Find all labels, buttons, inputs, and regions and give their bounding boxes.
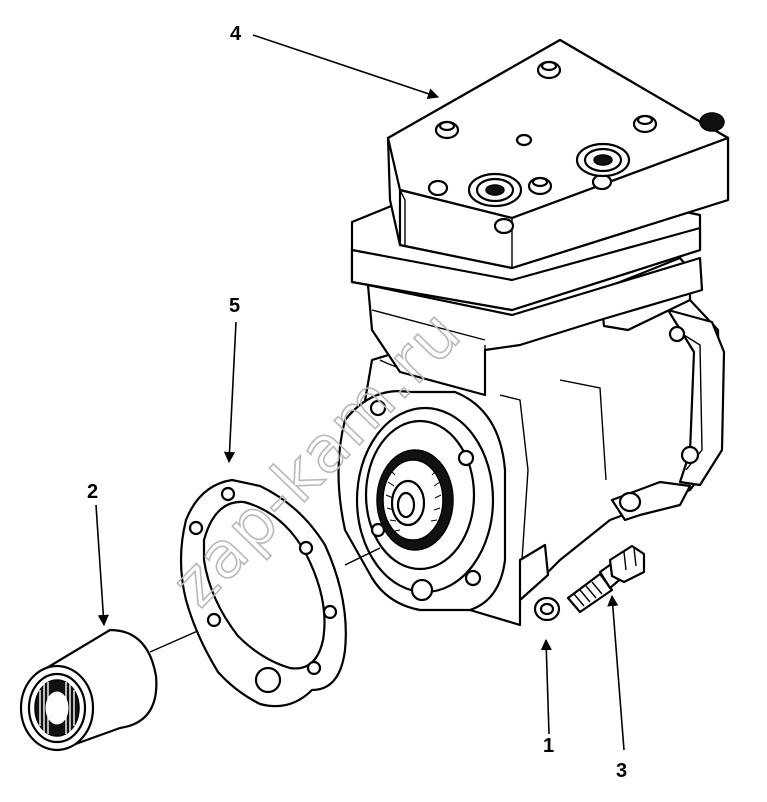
callout-4: 4 xyxy=(230,23,242,45)
leader-4 xyxy=(252,34,440,100)
callout-5: 5 xyxy=(229,295,240,317)
air-ports xyxy=(467,142,631,208)
leader-3 xyxy=(607,594,625,751)
leader-5 xyxy=(223,321,237,464)
compressor-assembly xyxy=(337,38,730,627)
callout-2: 2 xyxy=(87,481,98,503)
top-plate-bolts xyxy=(427,60,658,235)
sealing-washer xyxy=(533,596,561,622)
callout-1: 1 xyxy=(543,735,554,757)
leader-1 xyxy=(540,638,552,735)
leader-2 xyxy=(95,504,109,627)
flange-gasket xyxy=(179,478,347,708)
callout-3: 3 xyxy=(616,760,627,782)
needle-bearing xyxy=(19,628,158,752)
drive-gear xyxy=(376,449,454,551)
hollow-bolt xyxy=(566,544,646,614)
callouts: 4 5 2 1 3 xyxy=(87,23,627,782)
